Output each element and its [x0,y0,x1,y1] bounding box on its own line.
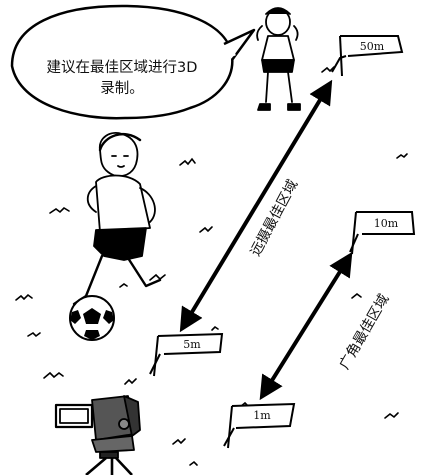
distance-sign-10m: 10m [349,211,416,255]
distance-label-10m: 10m [374,217,399,230]
distance-label-5m: 5m [183,338,201,351]
wide-angle-zone-label: 广角最佳区域 [337,292,393,373]
distance-sign-5m: 5m [149,332,224,377]
running-child-icon [72,132,162,306]
distance-sign-1m: 1m [223,402,296,449]
distance-label-1m: 1m [253,409,271,422]
camcorder-on-tripod-icon [54,395,141,475]
wide-angle-zone-arrow [259,251,353,401]
distance-sign-50m: 50m [331,35,404,77]
telephoto-zone-label: 远摄最佳区域 [248,177,302,259]
speech-bubble-text: 建议在最佳区域进行3D 录制。 [22,58,222,100]
soccer-ball-icon [69,295,115,341]
speech-bubble-line-2: 录制。 [100,81,144,97]
speech-bubble [10,4,256,120]
speech-bubble-line-1: 建议在最佳区域进行3D [46,60,198,76]
standing-child-icon [256,7,301,111]
distance-label-50m: 50m [360,40,385,53]
telephoto-zone-arrow [179,79,333,333]
